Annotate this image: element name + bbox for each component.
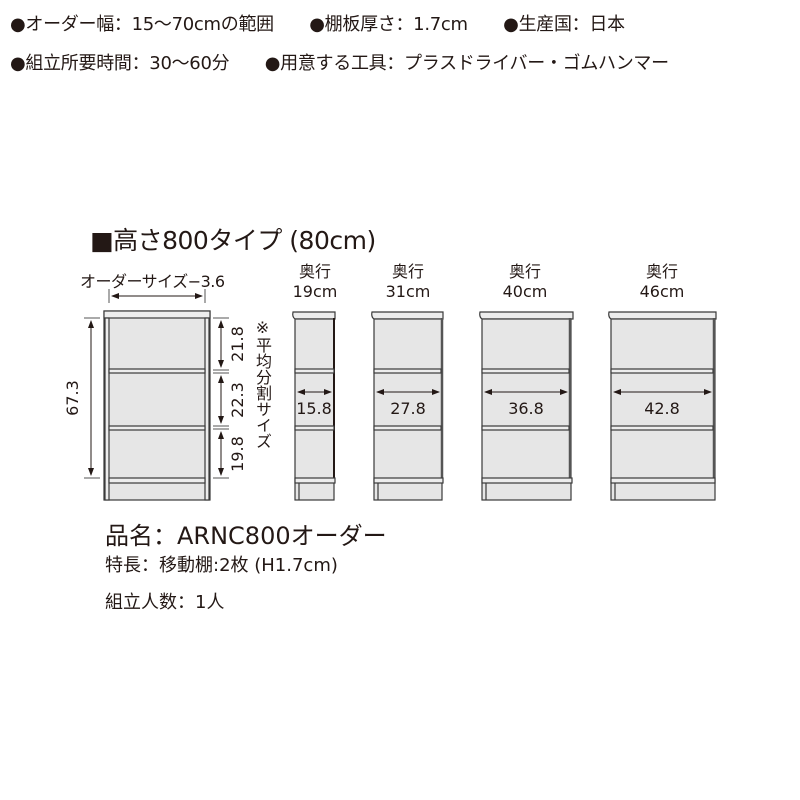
shelf-spacing-top: 21.8 (228, 326, 247, 362)
section-title: ■高さ800タイプ (80cm) (90, 226, 376, 255)
depth-header-31: 奥行 31cm (378, 262, 438, 302)
depth-value: 31cm (385, 282, 431, 301)
front-view-cabinet (103, 289, 211, 501)
depth-label: 奥行 (508, 262, 541, 281)
front-height-value: 67.3 (63, 380, 82, 416)
product-feature: 特長：移動棚:2枚 (H1.7cm) (105, 555, 338, 576)
depth-value: 19cm (292, 282, 338, 301)
depth-header-19: 奥行 19cm (285, 262, 345, 302)
inner-depth-40: 36.8 (508, 399, 544, 418)
side-view-46cm (608, 311, 717, 501)
spec-assembly-time: ●組立所要時間：30〜60分 (10, 53, 230, 74)
depth-header-40: 奥行 40cm (495, 262, 555, 302)
spec-tools: ●用意する工具：プラスドライバー・ゴムハンマー (264, 53, 669, 74)
spec-line-2: ●組立所要時間：30〜60分 ●用意する工具：プラスドライバー・ゴムハンマー (10, 49, 699, 75)
shelf-spacing-dimensions (213, 317, 229, 479)
depth-header-46: 奥行 46cm (632, 262, 692, 302)
depth-value: 40cm (502, 282, 548, 301)
depth-value: 46cm (639, 282, 685, 301)
product-assembly: 組立人数：1人 (105, 592, 225, 613)
spec-line-1: ●オーダー幅：15〜70cmの範囲 ●棚板厚さ：1.7cm ●生産国：日本 (10, 10, 655, 36)
depth-label: 奥行 (645, 262, 678, 281)
depth-label: 奥行 (391, 262, 424, 281)
side-view-19cm (292, 311, 336, 501)
side-view-40cm (479, 311, 574, 501)
front-height-dimension (84, 317, 100, 479)
average-division-note: ※平均分割サイズ (253, 318, 272, 449)
shelf-spacing-middle: 22.3 (228, 382, 247, 418)
inner-depth-46: 42.8 (644, 399, 680, 418)
side-view-31cm (371, 311, 444, 501)
order-size-label: オーダーサイズ−3.6 (80, 272, 225, 291)
inner-depth-31: 27.8 (390, 399, 426, 418)
shelf-spacing-bottom: 19.8 (228, 436, 247, 472)
product-name: 品名：ARNC800オーダー (105, 522, 387, 550)
depth-label: 奥行 (298, 262, 331, 281)
spec-country: ●生産国：日本 (503, 14, 625, 35)
inner-depth-19: 15.8 (296, 399, 332, 418)
spec-order-width: ●オーダー幅：15〜70cmの範囲 (10, 14, 274, 35)
spec-shelf-thickness: ●棚板厚さ：1.7cm (309, 14, 468, 35)
